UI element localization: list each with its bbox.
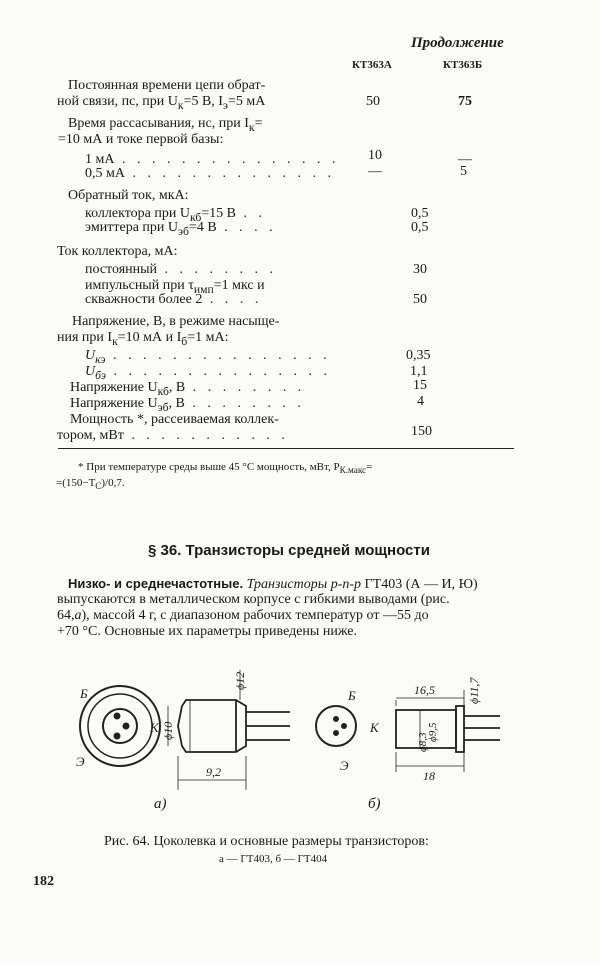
pinout-b: [315, 705, 357, 747]
side-view-b: [395, 690, 500, 772]
dim-label: 9,2: [206, 765, 221, 779]
value-cell: 10: [368, 148, 382, 163]
value-cell: 50: [366, 94, 380, 109]
param-row-reverse-current: Обратный ток, мкА:: [68, 188, 189, 203]
pin-label-b-a: Б: [79, 686, 88, 701]
figure-caption: Рис. 64. Цоколевка и основные размеры тр…: [104, 834, 429, 849]
param-label: скважности более 2 . . . .: [85, 292, 263, 307]
param-row-vcb: Напряжение Uкб, В . . . . . . . .: [70, 380, 306, 398]
subfigure-label-b: б): [368, 796, 381, 812]
dim-label: ϕ8,3: [417, 732, 429, 752]
side-view-a: [167, 670, 290, 790]
value-cell: 30: [413, 262, 427, 277]
value-cell: 0,5: [411, 220, 429, 235]
pin-label-k-b: К: [369, 720, 380, 735]
param-label: коллектора при Uкб=15 В . .: [85, 206, 266, 224]
dim-label: ϕ12: [233, 672, 247, 690]
page-number: 182: [33, 874, 54, 889]
dim-label: ϕ11,7: [467, 677, 481, 704]
value-cell: 5: [460, 164, 467, 179]
dim-label: ϕ9,5: [427, 722, 439, 742]
param-row-time-constant: Постоянная времени цепи обрат-: [68, 78, 266, 93]
param-label: Uбэ . . . . . . . . . . . . . . .: [85, 364, 331, 382]
param-row-collector-current: Ток коллектора, мА:: [57, 244, 178, 259]
pin-label-b-b: Б: [347, 688, 356, 703]
subfigure-label-a: а): [154, 796, 167, 812]
param-row-storage-time: Время рассасывания, нс, при Iк=: [68, 116, 263, 134]
footnote-cont: =(150−TС)/0,7.: [56, 477, 125, 492]
paragraph-line: +70 °С. Основные их параметры приведены …: [57, 624, 358, 639]
param-label: Uкэ . . . . . . . . . . . . . . .: [85, 348, 331, 366]
param-row-power: Мощность *, рассеиваемая коллек-: [70, 412, 279, 427]
footnote: * При температуре среды выше 45 °С мощно…: [78, 461, 373, 476]
paragraph-line: выпускаются в металлическом корпусе с ги…: [57, 592, 450, 607]
paragraph-line: 64,а), массой 4 г, с диапазоном рабочих …: [57, 608, 429, 623]
value-cell: 15: [413, 378, 427, 393]
pinout-a: [79, 685, 161, 767]
continuation-label: Продолжение: [411, 35, 504, 51]
param-label: постоянный . . . . . . . .: [85, 262, 278, 277]
value-cell: 1,1: [410, 364, 428, 379]
value-cell: 150: [411, 424, 432, 439]
param-label: 0,5 мА . . . . . . . . . . . . . .: [85, 166, 335, 181]
column-header-kt363a: КТ363А: [352, 59, 392, 71]
section-title: § 36. Транзисторы средней мощности: [148, 542, 430, 559]
value-cell: 0,5: [411, 206, 429, 221]
param-label: эмиттера при Uэб=4 В . . . .: [85, 220, 277, 238]
figure-caption-cont: а — ГТ403, б — ГТ404: [219, 853, 328, 865]
dim-label: 16,5: [414, 683, 435, 697]
pin-label-e-a: Э: [76, 754, 85, 769]
param-row-saturation-voltage-cont: ния при Iк=10 мА и Iб=1 мА:: [57, 330, 229, 348]
pin-label-k-a: К: [149, 720, 160, 735]
param-row-storage-time-cont: =10 мА и токе первой базы:: [58, 132, 224, 147]
param-label: тором, мВт . . . . . . . . . . .: [57, 428, 289, 443]
dim-label: 18: [423, 769, 435, 783]
table-bottom-rule: [58, 448, 514, 449]
param-label: 1 мА . . . . . . . . . . . . . . .: [85, 152, 340, 167]
param-label: импульсный при τимп=1 мкс и: [85, 278, 265, 296]
param-row-saturation-voltage: Напряжение, В, в режиме насыще-: [72, 314, 280, 329]
pin-label-e-b: Э: [340, 758, 349, 773]
value-cell: —: [458, 152, 472, 167]
paragraph-line: Низко- и среднечастотные. Транзисторы р-…: [68, 576, 478, 592]
value-cell: 50: [413, 292, 427, 307]
value-cell: 0,35: [406, 348, 431, 363]
column-header-kt363b: КТ363Б: [443, 59, 483, 71]
value-cell: 75: [458, 94, 472, 109]
value-cell: 4: [417, 394, 424, 409]
param-row-veb: Напряжение Uэб, В . . . . . . . .: [70, 396, 305, 414]
value-cell: —: [368, 164, 382, 179]
param-row-time-constant-cont: ной связи, пс, при Uк=5 В, Iэ=5 мА: [57, 94, 266, 112]
dim-label: ϕ10: [161, 722, 175, 740]
